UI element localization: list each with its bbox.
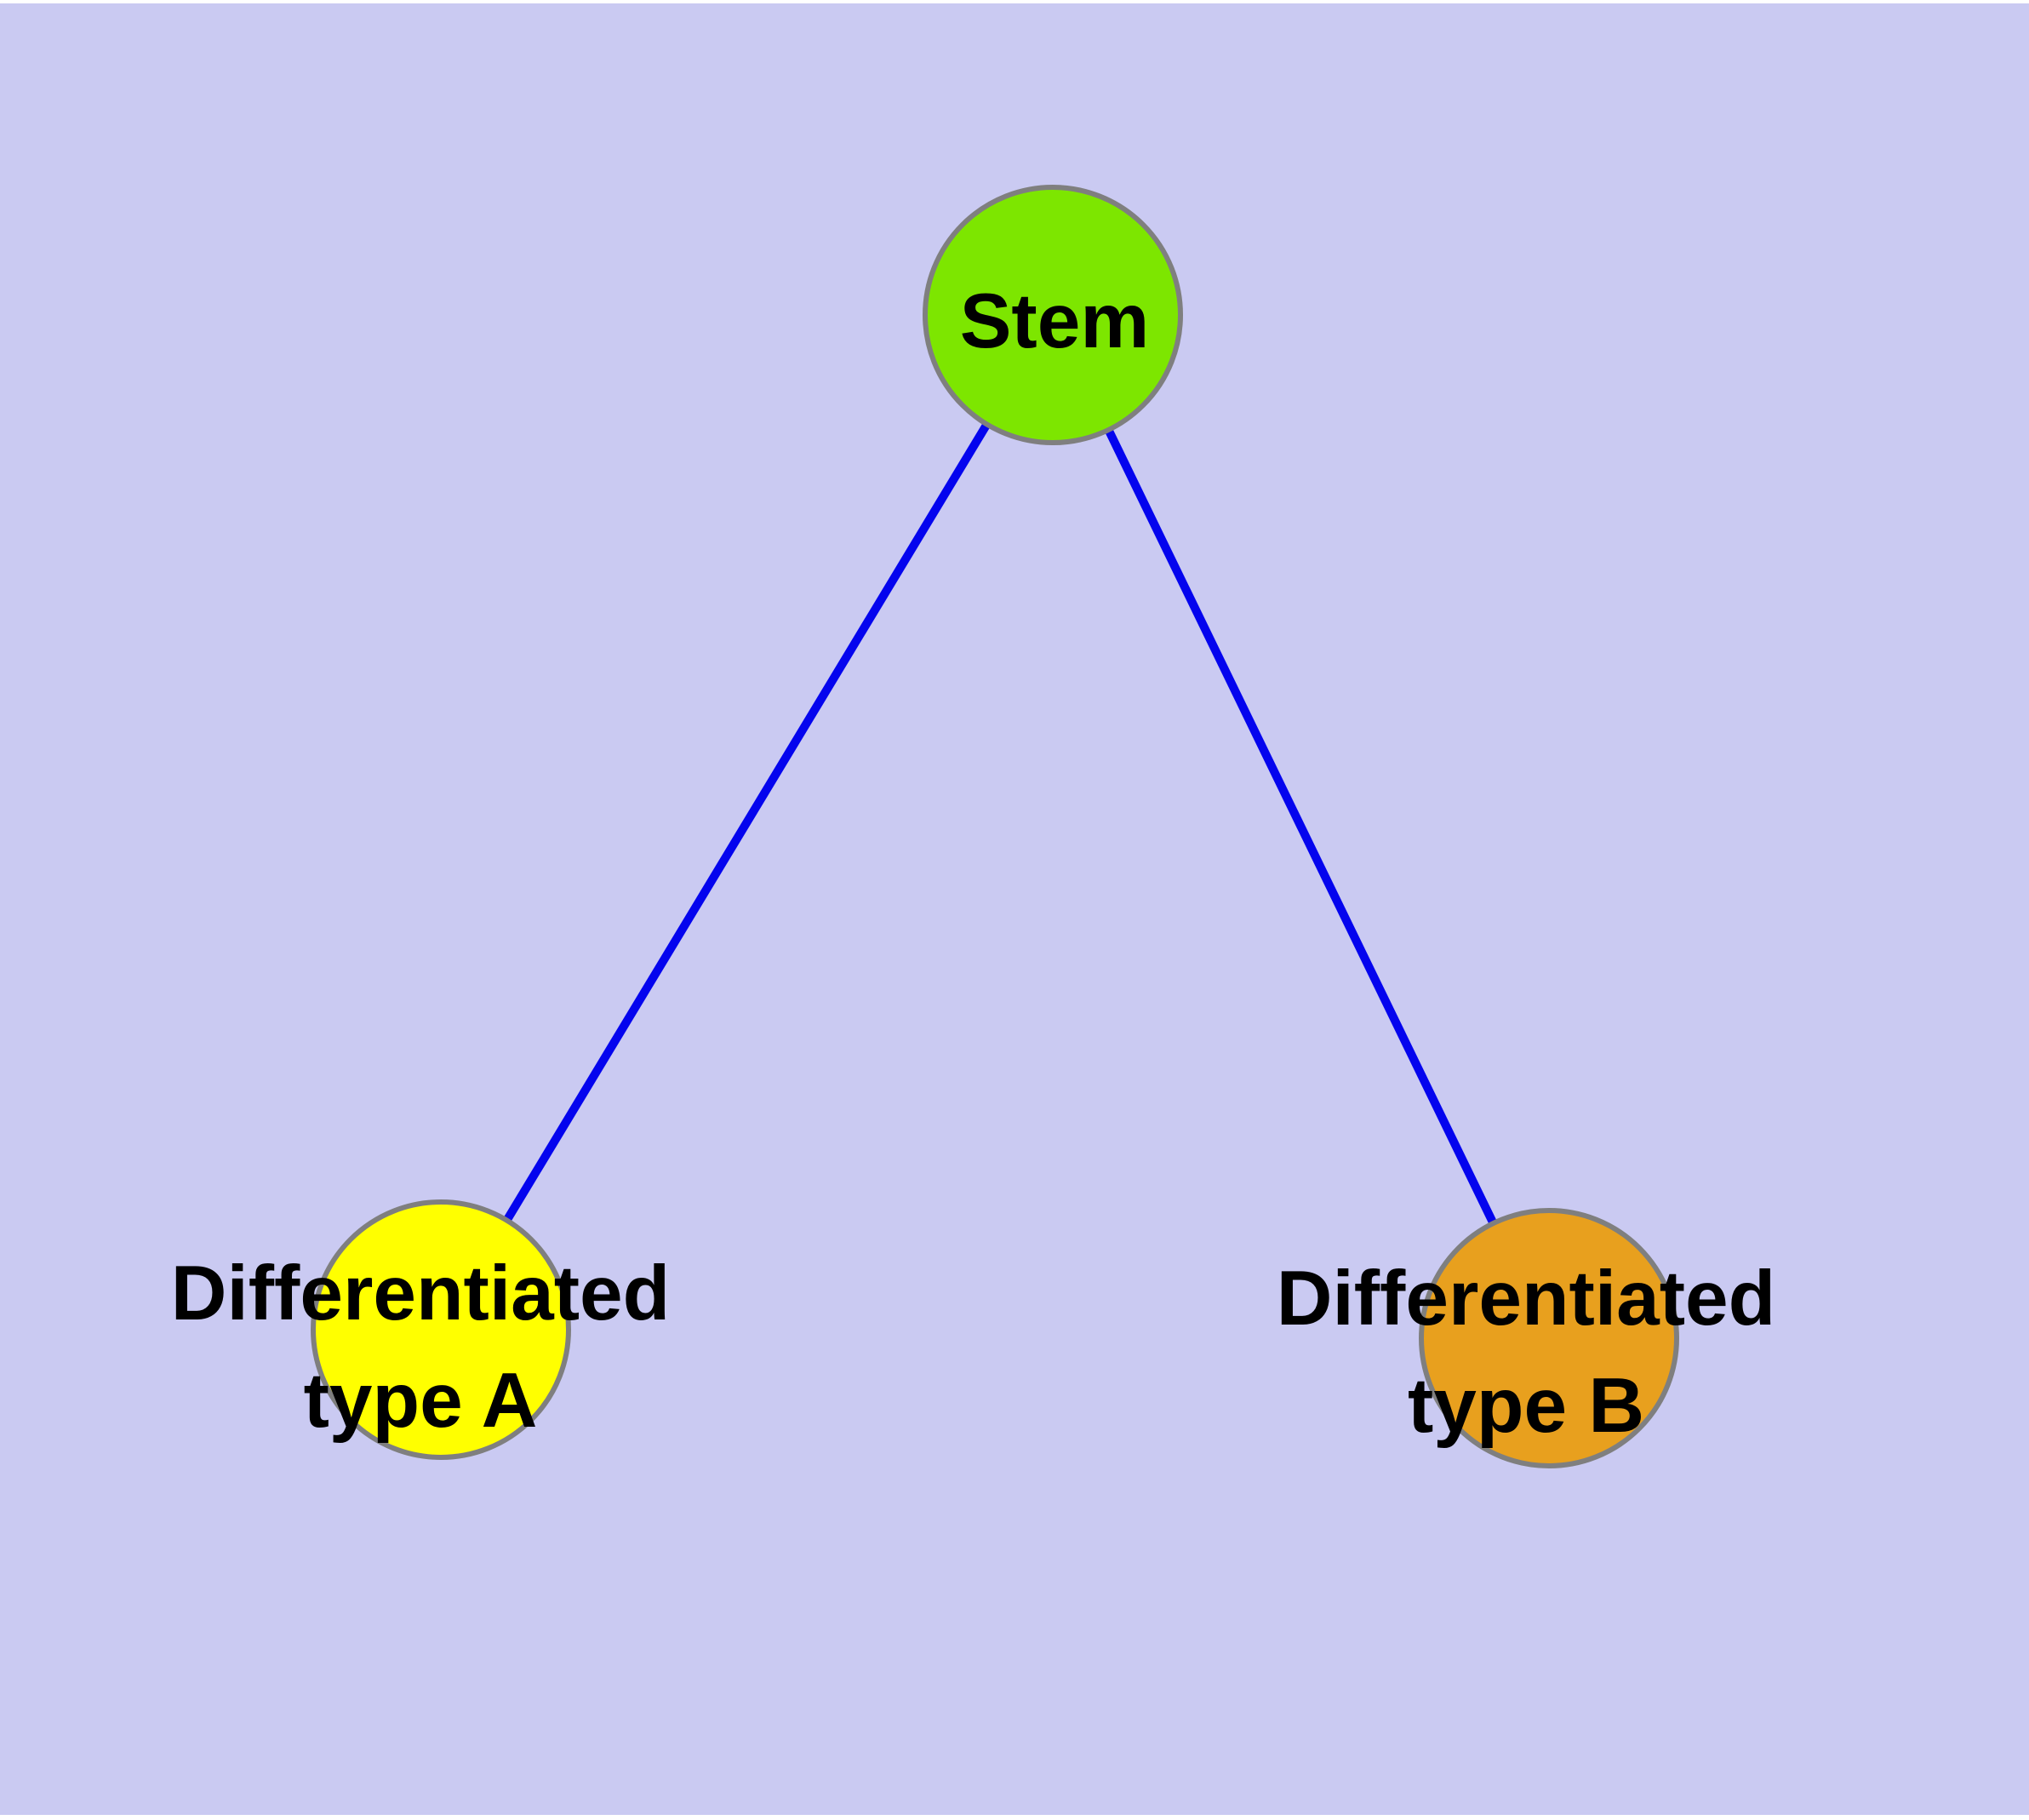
node-type-a [311, 1199, 571, 1460]
node-type-a-label-line2: type A [304, 1358, 538, 1444]
node-type-a-label-line1: Differentiated [171, 1251, 671, 1336]
node-stem-label: Stem [960, 278, 1150, 364]
node-type-b-label-line1: Differentiated [1277, 1256, 1776, 1342]
edge-stem-to-type-b [1049, 312, 1553, 1341]
edge-stem-to-type-a [437, 312, 1057, 1332]
node-stem [923, 185, 1183, 445]
node-type-b [1419, 1208, 1679, 1468]
node-type-b-label-line2: type B [1408, 1363, 1644, 1449]
